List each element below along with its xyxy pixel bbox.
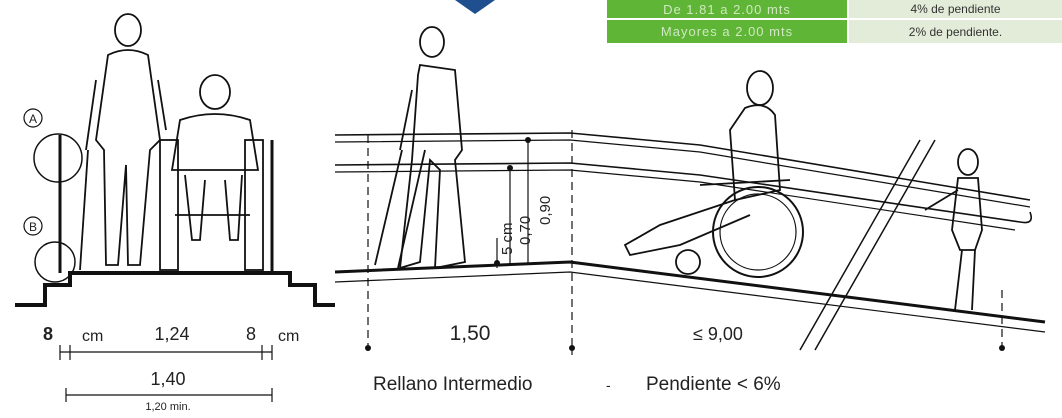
slope-label: Pendiente < 6% xyxy=(646,374,781,395)
child-figure xyxy=(924,148,983,311)
length-cell: De 1.81 a 2.00 mts xyxy=(607,0,849,18)
slope-table-row: De 1.81 a 2.00 mts 4% de pendiente xyxy=(607,0,1062,18)
crutch-user-figure xyxy=(374,26,466,270)
landing-label: Rellano Intermedio xyxy=(373,374,532,395)
dim-left-cm: cm xyxy=(82,328,103,345)
wheelchair-user-side xyxy=(623,70,804,278)
height-090-label: 0,90 xyxy=(537,196,554,225)
slope-cell: 4% de pendiente xyxy=(849,0,1062,18)
dim-inner-width: 1,24 xyxy=(154,324,189,344)
height-5cm-label: 5 cm xyxy=(499,222,516,255)
cross-section-dimensions xyxy=(59,345,273,402)
cross-section xyxy=(15,13,335,307)
label-separator: - xyxy=(606,377,611,393)
ramp-section xyxy=(334,130,1046,355)
slope-cell: 2% de pendiente. xyxy=(849,20,1062,43)
dim-right-cm: cm xyxy=(278,328,299,345)
marker-a: A xyxy=(23,108,43,128)
slope-table: De 1.81 a 2.00 mts 4% de pendiente Mayor… xyxy=(607,0,1062,45)
height-070-label: 0,70 xyxy=(517,216,534,245)
marker-a-label: A xyxy=(29,112,37,126)
wheelchair-user-front xyxy=(159,74,264,271)
dim-left-8: 8 xyxy=(43,324,53,344)
marker-b-label: B xyxy=(29,220,37,234)
marker-b: B xyxy=(23,216,43,236)
slope-table-row: Mayores a 2.00 mts 2% de pendiente. xyxy=(607,20,1062,43)
dimension-dots xyxy=(365,137,1005,351)
standing-person-figure xyxy=(79,13,167,271)
dim-right-8: 8 xyxy=(246,324,256,344)
length-cell: Mayores a 2.00 mts xyxy=(607,20,849,43)
landing-length-label: 1,50 xyxy=(450,322,491,345)
ramp-length-label: ≤ 9,00 xyxy=(693,324,743,344)
chevron-decoration xyxy=(455,0,495,14)
dim-total-width: 1,40 xyxy=(150,369,185,389)
dim-min-width: 1,20 min. xyxy=(145,401,190,413)
